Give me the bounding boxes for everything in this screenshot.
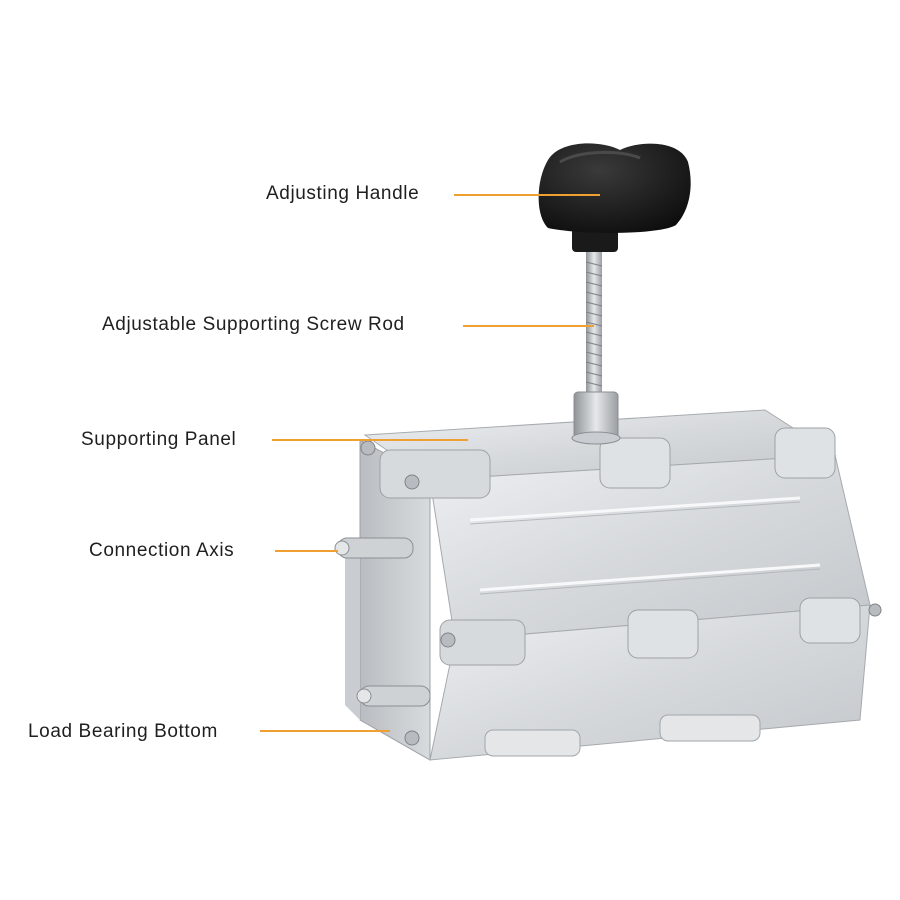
connection-axis-pins bbox=[334, 537, 431, 707]
adjusting-handle-knob bbox=[538, 143, 691, 252]
label-screw-rod: Adjustable Supporting Screw Rod bbox=[102, 314, 405, 335]
label-connection-axis: Connection Axis bbox=[89, 540, 235, 561]
middle-hinges bbox=[439, 597, 882, 666]
bottom-hinges bbox=[404, 714, 761, 757]
leader-lines bbox=[260, 194, 600, 732]
label-supporting-panel: Supporting Panel bbox=[81, 429, 237, 450]
label-load-bearing-bottom: Load Bearing Bottom bbox=[28, 721, 218, 742]
label-adjusting-handle: Adjusting Handle bbox=[266, 183, 420, 204]
screw-rod bbox=[571, 250, 621, 445]
top-hinges bbox=[360, 427, 836, 499]
front-panel bbox=[429, 454, 871, 641]
